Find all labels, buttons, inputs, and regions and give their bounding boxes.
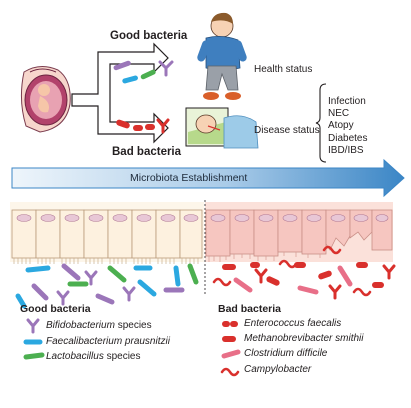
bad-legend-item: Campylobacter [244, 364, 312, 375]
clostridium-icon [221, 349, 241, 359]
bad-bacteria-lumen [212, 245, 396, 300]
lactobacillus-icon [23, 352, 45, 360]
disease-item: Diabetes [328, 132, 368, 144]
disease-brace [315, 83, 327, 163]
disease-item: Atopy [328, 120, 354, 132]
good-legend-item: Lactobacillus species [46, 351, 141, 362]
enterococcus-icon [222, 321, 238, 327]
bad-legend-item: Methanobrevibacter smithii [244, 333, 364, 344]
bifidobacterium-icon [26, 318, 40, 334]
microvilli-right [208, 252, 321, 262]
top-bacteria [113, 60, 174, 134]
disease-item: Infection [328, 96, 366, 107]
disease-list: Infection NEC Atopy Diabetes IBD/IBS [328, 96, 367, 157]
good-bacteria-label: Good bacteria [110, 30, 188, 42]
bad-legend-item: Enterococcus faecalis [244, 318, 342, 329]
good-bacteria-lumen [15, 263, 199, 309]
health-status-label: Health status [254, 64, 313, 75]
disease-status-label: Disease status [254, 125, 320, 136]
campylobacter-icon [220, 367, 240, 377]
bad-bacteria-label: Bad bacteria [112, 146, 182, 158]
methanobrevibacter-icon [222, 336, 236, 342]
microbiota-arrow [11, 158, 405, 198]
sick-child-illustration [185, 107, 259, 149]
bad-legend-icons [220, 321, 241, 377]
disease-item: IBD/IBS [328, 144, 364, 156]
pregnancy-illustration [20, 66, 71, 133]
good-legend-item: Bifidobacterium species [46, 320, 152, 331]
microbiota-arrow-label: Microbiota Establishment [130, 172, 248, 184]
good-legend-title: Good bacteria [20, 303, 91, 315]
healthy-child-illustration [197, 12, 247, 100]
good-legend-item: Faecalibacterium prausnitzii [46, 336, 170, 347]
bad-legend-item: Clostridium difficile [244, 348, 328, 359]
microvilli-left [13, 258, 199, 264]
bad-legend-title: Bad bacteria [218, 303, 282, 315]
healthy-nuclei [16, 214, 199, 222]
good-legend-icons [23, 318, 45, 360]
inflamed-nuclei [210, 214, 389, 222]
disease-item: NEC [328, 108, 350, 120]
